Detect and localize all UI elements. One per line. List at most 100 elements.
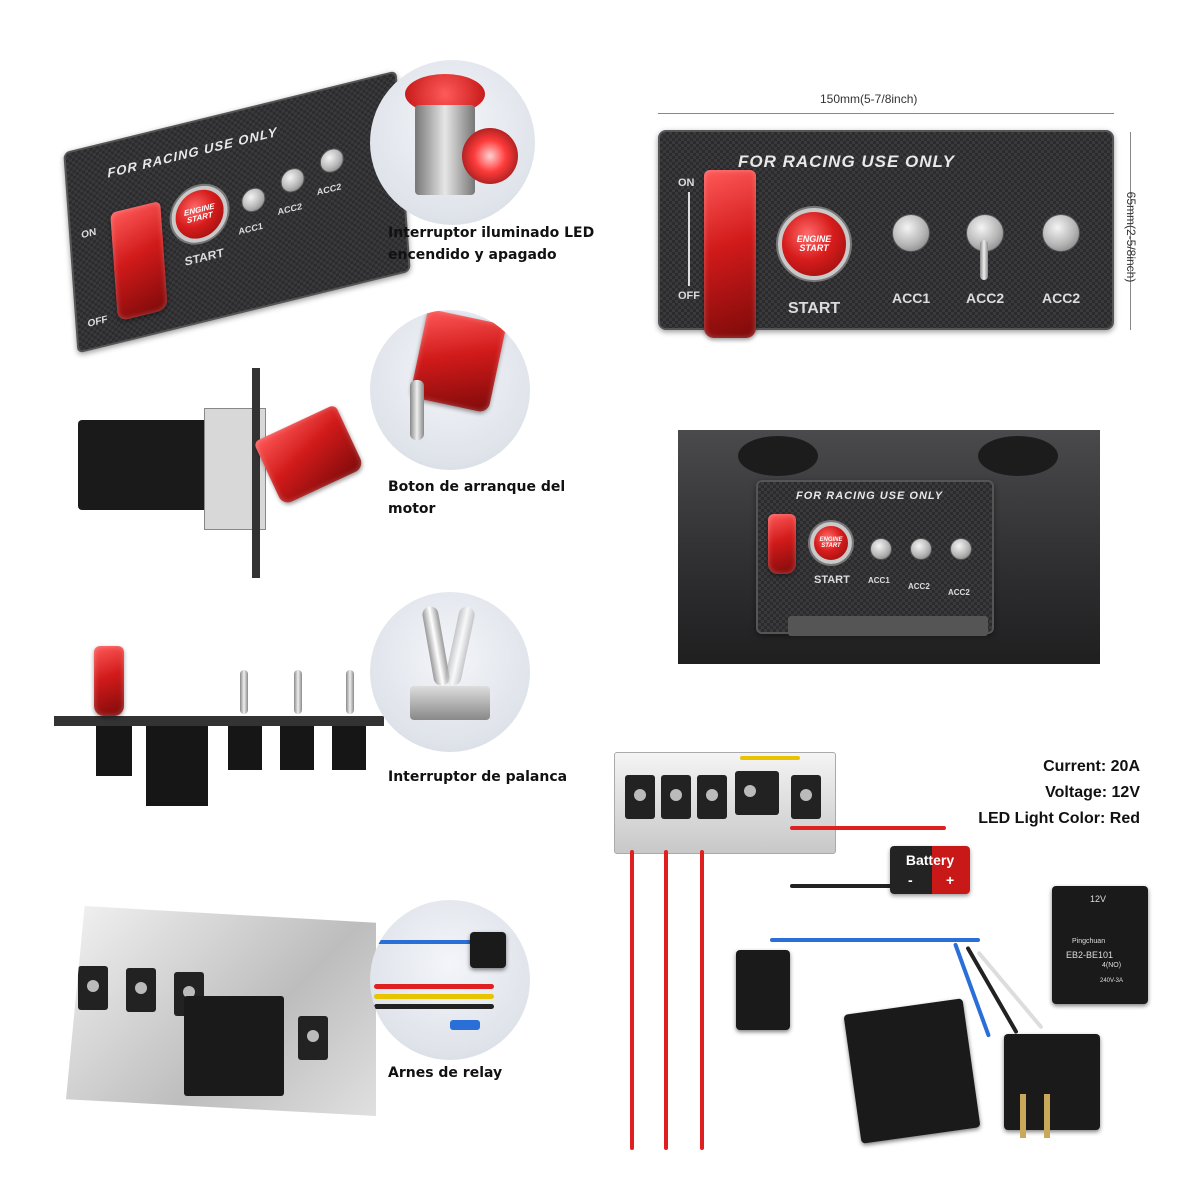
wire-yellow-loop [740,756,800,760]
wire-red-harness [374,984,494,989]
lever-icon-b [443,605,477,687]
wiring-terminal-2 [661,775,691,819]
toggle-switch-acc2b[interactable] [319,145,345,176]
start-label-installed: START [814,574,850,586]
toggle-switch-acc2b-front[interactable] [1042,214,1080,252]
acc2-label-b: ACC2 [316,181,342,198]
toggle-lever-3[interactable] [346,670,354,714]
panel-edge [252,368,260,578]
acc2-label-front-b: ACC2 [1042,290,1081,306]
caption-relay-harness: Arnes de relay [388,1065,503,1081]
wire-red-3 [700,850,704,1150]
safety-cover-row[interactable] [94,646,124,716]
toggle-switch-acc2a[interactable] [279,165,306,196]
acc1-label-front: ACC1 [892,290,931,306]
panel-heading-installed: FOR RACING USE ONLY [796,490,944,502]
safety-cover-installed[interactable] [768,514,796,574]
switch-body-4 [332,726,366,770]
spec-led-color: LED Light Color: Red [978,810,1140,827]
toggle-switch-acc1-installed[interactable] [870,538,892,560]
wire-blue-signal [770,938,980,942]
dash-vent-right [978,436,1058,476]
inset-start-button [370,310,530,470]
acc1-label-installed: ACC1 [868,576,890,585]
relay-label-voltage: 12V [1090,894,1107,904]
relay-socket [843,998,981,1144]
relay-cube [1004,1034,1100,1138]
photo-toggle-row [54,640,384,860]
wire-black-harness [374,1004,494,1009]
acc2-label-a: ACC2 [277,201,303,217]
inset-led-switch [370,60,535,225]
spec-current: Current: 20A [1043,758,1140,775]
dimension-height-label: 65mm(2-5/8inch) [1124,191,1138,283]
panel-heading-front: FOR RACING USE ONLY [738,152,956,171]
off-label: OFF [87,314,108,330]
toggle-lever-acc2a [980,240,988,280]
wiring-terminal-4 [735,771,779,815]
toggle-switch-acc2b-installed[interactable] [950,538,972,560]
dimension-height-line [1130,132,1131,330]
relay-pin-2 [1044,1094,1050,1138]
caption-led-switch: Interruptor iluminado LED encendido y ap… [388,225,595,263]
terminal-1 [78,966,108,1010]
acc2-label-front-a: ACC2 [966,290,1005,306]
inset-relay-harness [370,900,530,1060]
start-label-front: START [788,300,841,317]
wire-yellow-harness [374,994,494,999]
safety-cover[interactable] [110,200,168,322]
wiring-terminal-1 [625,775,655,819]
wiring-terminal-5 [791,775,821,819]
toggle-switch-acc1[interactable] [240,185,267,215]
switch-body-3 [280,726,314,770]
safety-cover-side[interactable] [253,404,365,506]
wire-red-1 [630,850,634,1150]
switch-body-1 [96,726,132,776]
lever-nut [410,686,490,720]
wiring-terminal-3 [697,775,727,819]
relay-label-model: EB2-BE101 [1066,950,1114,960]
inset-toggle-lever [370,592,530,752]
dimension-width-line [658,113,1114,114]
on-label: ON [80,226,97,242]
relay-label-contact: 4(NO) [1102,962,1122,969]
toggle-switch-acc1-front[interactable] [892,214,930,252]
safety-cover-front[interactable] [704,170,756,338]
wire-blue-harness [376,940,486,944]
relay-labeled: 12V Pingchuan EB2-BE101 4(NO) 240V-3A [1052,886,1148,1004]
blue-connector-icon [450,1020,480,1030]
terminal-4 [298,1016,328,1060]
caption-toggle-switch: Interruptor de palanca [388,769,568,785]
photo-panel-back [66,906,376,1116]
battery-box: Battery - + [890,846,970,894]
spec-voltage: Voltage: 12V [1045,784,1140,801]
acc2-label-installed-a: ACC2 [908,582,930,591]
photo-side-view [74,360,374,580]
caption-start-button: Boton de arranque del motor [388,479,566,517]
panel-thin-edge [54,716,384,726]
toggle-lever-2[interactable] [294,670,302,714]
acc2-label-installed-b: ACC2 [948,588,970,597]
wire-black-ground [790,884,920,888]
terminal-2 [126,968,156,1012]
toggle-switch-acc2a-installed[interactable] [910,538,932,560]
battery-label: Battery [905,852,955,868]
harness-relay-icon [470,932,506,968]
battery-minus: - [908,872,913,888]
dimension-width-label: 150mm(5-7/8inch) [820,92,918,106]
relay-pin-1 [1020,1094,1026,1138]
acc1-label: ACC1 [238,220,264,237]
off-label-front: OFF [678,290,700,302]
panel-heading: FOR RACING USE ONLY [106,123,278,181]
flip-cover-open [409,310,507,414]
toggle-lever-1[interactable] [240,670,248,714]
battery-plus: + [946,872,955,888]
